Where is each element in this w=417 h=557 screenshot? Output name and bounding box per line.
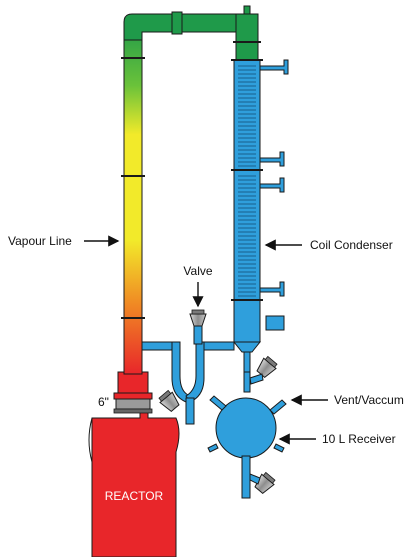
reactor: REACTOR	[88, 411, 180, 557]
vapour-line-callout: Vapour Line	[8, 234, 120, 248]
top-pipe	[123, 5, 251, 41]
coil-condenser-callout: Coil Condenser	[264, 238, 393, 252]
top-valve	[189, 309, 207, 327]
receiver-label: 10 L Receiver	[322, 432, 396, 446]
receiver	[207, 371, 287, 499]
valve-callout: Valve	[183, 264, 213, 308]
condenser-outlet-valve	[256, 355, 278, 378]
receiver-callout: 10 L Receiver	[278, 432, 396, 446]
coil-windings	[238, 65, 256, 297]
coil-condenser-label: Coil Condenser	[310, 238, 393, 252]
vent-vaccum-callout: Vent/Vaccum	[290, 393, 404, 407]
coil-condenser	[231, 59, 289, 373]
vapour-line-label: Vapour Line	[8, 234, 72, 248]
condenser-nozzle	[259, 59, 289, 331]
valve-label: Valve	[183, 264, 212, 278]
condenser-top	[233, 13, 261, 63]
bypass-piping	[141, 325, 235, 425]
reflux-valve	[158, 389, 180, 412]
reactor-label: REACTOR	[105, 489, 164, 503]
vent-vaccum-label: Vent/Vaccum	[334, 393, 404, 407]
column-base	[113, 371, 153, 414]
vapour-line	[121, 21, 145, 375]
size-label: 6"	[98, 395, 109, 409]
